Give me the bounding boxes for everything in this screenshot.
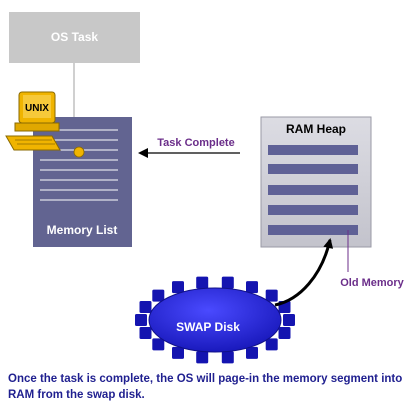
cursor-dot-icon [73, 146, 85, 158]
gear-tooth [196, 276, 209, 289]
gear-tooth [283, 314, 295, 326]
memory-list-lines [40, 129, 118, 201]
ram-heap-segments [268, 145, 358, 235]
os-task-box: OS Task [9, 12, 140, 63]
old-memory-annotation: Old Memory [340, 230, 405, 289]
page-in-arrow [274, 238, 334, 307]
memory-segment [268, 205, 358, 215]
gear-tooth [135, 314, 147, 326]
gear-tooth [265, 289, 278, 302]
memory-segment [268, 164, 358, 174]
gear-tooth [152, 289, 165, 302]
swap-disk-gear: SWAP Disk [135, 276, 295, 364]
gear-tooth [278, 327, 291, 339]
memory-segment [268, 225, 358, 235]
gear-tooth [196, 351, 209, 364]
task-complete-label: Task Complete [157, 137, 234, 149]
gear-tooth [139, 301, 152, 313]
ram-heap-label: RAM Heap [286, 122, 346, 136]
gear-tooth [265, 338, 278, 351]
swap-disk-label: SWAP Disk [176, 320, 240, 334]
ram-heap-box: RAM Heap [260, 116, 372, 248]
old-memory-label: Old Memory [340, 277, 404, 289]
gear-tooth [221, 351, 234, 364]
gear-tooth [139, 327, 152, 339]
gear-tooth [221, 276, 234, 289]
unix-terminal-icon: UNIX [5, 91, 85, 158]
gear-tooth [172, 346, 184, 359]
task-complete-arrow: Task Complete [138, 137, 240, 158]
gear-tooth [152, 338, 165, 351]
os-task-label: OS Task [51, 30, 98, 44]
unix-label: UNIX [25, 103, 49, 114]
gear-tooth [246, 346, 258, 359]
memory-segment [268, 145, 358, 155]
memory-list-label: Memory List [47, 223, 118, 237]
memory-segment [268, 185, 358, 195]
gear-tooth [172, 281, 184, 294]
caption-text: Once the task is complete, the OS will p… [8, 373, 403, 401]
gear-tooth [246, 281, 258, 294]
